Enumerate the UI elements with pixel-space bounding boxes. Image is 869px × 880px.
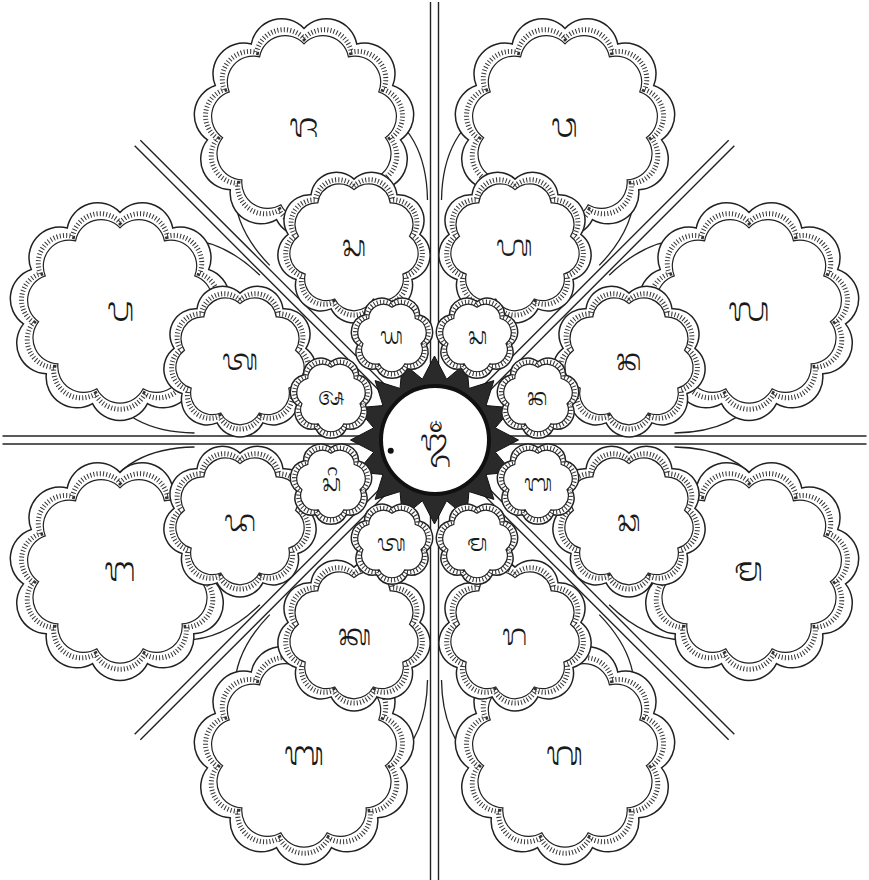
petal-syllable: ᬦ [527,384,548,410]
lotus-petal: ᬘ [557,448,701,592]
centre-star [351,356,519,524]
lotus-petal: ᬦ [500,359,576,435]
lotus-petal: ᬬ [354,299,430,375]
petal-syllable: ᬭ [502,618,527,651]
petal-syllable: ᬯ [551,107,578,144]
lotus-petal: ᬤ [168,448,312,592]
petal-syllable: ᬚ [289,107,319,144]
petal-syllable: ᬧ [107,291,134,328]
petal-syllable: ᬓ [338,618,371,651]
lotus-petal: ᬲ [282,174,426,318]
petal-syllable: ᬘ [617,504,641,537]
petal-syllable: ᬳ [496,229,533,262]
petal-syllable: ᬲ [342,229,366,262]
petal-syllable: ᬢ [377,530,406,556]
lotus-petal: ᬢ [168,288,312,432]
divider-line [430,500,431,880]
lotus-petal: ᬦ [557,288,701,432]
petal-syllable: ᬦ [616,343,642,376]
petal-syllable: ᬮ [728,291,770,328]
petal-syllable: ᬬ [380,323,403,349]
lotus-petal: ᬩ [500,445,576,521]
lotus-petal: ᬳ [443,174,587,318]
lotus-petal: ᬢ [354,505,430,581]
petal-syllable: ᬫ [734,551,763,588]
divider-line [495,435,867,436]
petal-syllable: ᬫ [467,530,488,556]
petal-syllable: ᬲ [468,323,487,349]
lotus-petal: ᬲ [439,299,515,375]
petal-syllable: ᬑᬁ [420,424,449,457]
petal-syllable: ᬅ [318,384,344,410]
centre-circle: ᬑᬁ [381,386,489,494]
divider-line [3,435,375,436]
lotus-petal: ᬓ [282,562,426,706]
petal-syllable: ᬲᬶ [322,470,341,496]
divider-line [438,500,439,880]
lotus-petal: ᬫ [439,505,515,581]
petal-syllable: ᬗ [104,551,136,588]
petal-syllable: ᬢ [222,343,258,376]
petal-syllable: ᬩ [284,735,324,772]
petal-syllable: ᬤ [224,504,256,537]
petal-syllable: ᬩ [524,470,552,496]
lotus-petal: ᬅ [293,359,369,435]
petal-syllable: ᬕ [546,735,583,772]
lotus-petal: ᬲᬶ [293,445,369,521]
lotus-petal: ᬭ [443,562,587,706]
